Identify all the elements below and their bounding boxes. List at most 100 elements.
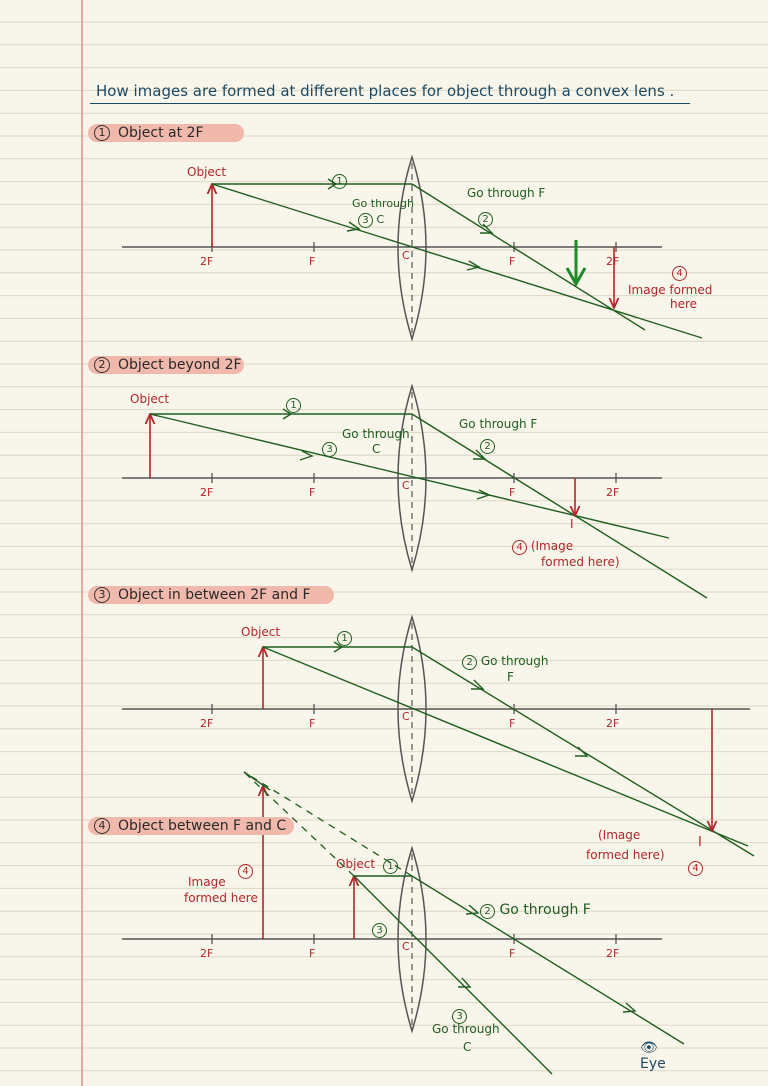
diagram-4 [122,771,685,1075]
ray-2-arrowhead [480,223,494,234]
ray-2-arrowhead [473,449,487,460]
ray-3b-marker: 3 [452,1005,467,1024]
label-c: C [402,479,410,492]
section-label: Object between F and C [118,818,287,834]
ray-number: 4 [688,861,703,876]
ray-number: 1 [286,398,301,413]
ray-3-arrowhead-a [299,450,314,461]
image-formed-label: 4 (Image [512,539,574,555]
ray-number: 2 [462,655,477,670]
object-label: Object [336,857,376,871]
convex-lens [397,383,427,573]
image-mark: I [698,835,702,850]
ray-number: 3 [372,923,387,938]
eye-icon: 👁 [640,1040,658,1056]
here-label: formed here) [541,555,620,569]
c-label: C [372,442,381,456]
label-2f: 2F [200,255,214,268]
brand-text: Eye [640,1056,666,1072]
object-label: Object [187,165,227,179]
ray-3-arrowhead-b [476,489,491,500]
ray-2-through-f [411,183,646,331]
ray-3-arrowhead-a [346,221,361,232]
ray-1-arrowhead [282,408,293,420]
ray-2-marker: 2 [478,208,493,227]
object-label: Object [130,392,170,406]
convex-lens [397,614,427,804]
ray-1-marker: 1 [286,394,301,413]
ray-3-through-c [262,646,749,847]
ray-3-through-c [353,875,553,1075]
label-c: C [402,710,410,723]
label-2f: 2F [200,717,214,730]
go-through-text: Go through [480,654,549,668]
label-2f: 2F [606,947,620,960]
ray-number: 1 [383,859,398,874]
go-through-f-label: 2 Go through [462,654,549,670]
section-label: Object beyond 2F [118,357,242,373]
ray-number: 2 [478,212,493,227]
diagram-3 [122,614,755,857]
ray-number: 3 [452,1009,467,1024]
go-through-f-label: Go through F [459,417,538,431]
ray-3-through-c [211,183,703,339]
formed-here-label: formed here [184,891,258,905]
section-header-2: 2 Object beyond 2F [88,356,244,374]
label-2f: 2F [606,717,620,730]
ray-1-marker: 1 [337,627,352,646]
label-2f: 2F [200,486,214,499]
label-f: F [309,255,316,268]
brand-logo: 👁 Eye [640,1040,666,1072]
ray-number: 2 [480,439,495,454]
image-formed-label: (Image [598,828,641,842]
label-2f: 2F [606,486,620,499]
go-through-c-label: Go through [352,197,414,210]
ray-3-marker: 3 [372,919,387,938]
diagram-2 [122,383,708,599]
label-c: C [402,940,410,953]
extended-ray-end [243,771,271,791]
label-f: F [509,947,516,960]
go-through-c-label: Go through [432,1022,500,1036]
ray-2-marker: 2 [480,435,495,454]
go-through-f-label: 2 Go through F [480,902,591,919]
ray-number: 4 [512,540,527,555]
label-2f: 2F [200,947,214,960]
ray-3-marker: 3 C [358,213,384,228]
ray-number: 3 [322,442,337,457]
ray-3-marker: 3 [322,438,337,457]
ray-3-arrowhead-b [466,260,481,271]
image-formed-text: (Image [530,539,574,553]
section-label: Object in between 2F and F [118,587,311,603]
ray-number: 1 [332,174,347,189]
ray-1-arrowhead [333,641,344,653]
convex-lens [397,845,427,1034]
ray-4-marker: 4 [672,262,687,281]
ray-number: 4 [672,266,687,281]
ray-4-marker: 4 [688,857,703,876]
image-label: Image [188,875,226,889]
go-through-f-label: Go through F [467,186,546,200]
section-number: 2 [94,357,110,373]
label-f: F [309,486,316,499]
convex-lens [397,154,427,342]
ray-2-through-f [411,875,685,1045]
c-label: C [376,213,385,226]
label-f: F [309,947,316,960]
section-label: Object at 2F [118,125,204,141]
ray-2-through-f [411,413,708,599]
title-underline [90,103,690,104]
label-f: F [509,717,516,730]
label-f: F [509,255,516,268]
object-label: Object [241,625,281,639]
ray-3-arrowhead [458,977,472,988]
ray-number: 2 [480,904,495,919]
here-label: formed here) [586,848,665,862]
image-mark: I [570,517,574,531]
ray-3-through-c [149,413,670,539]
ray-number: 4 [238,864,253,879]
page-title: How images are formed at different place… [96,82,675,100]
image-formed-label: Image formed [628,283,713,297]
